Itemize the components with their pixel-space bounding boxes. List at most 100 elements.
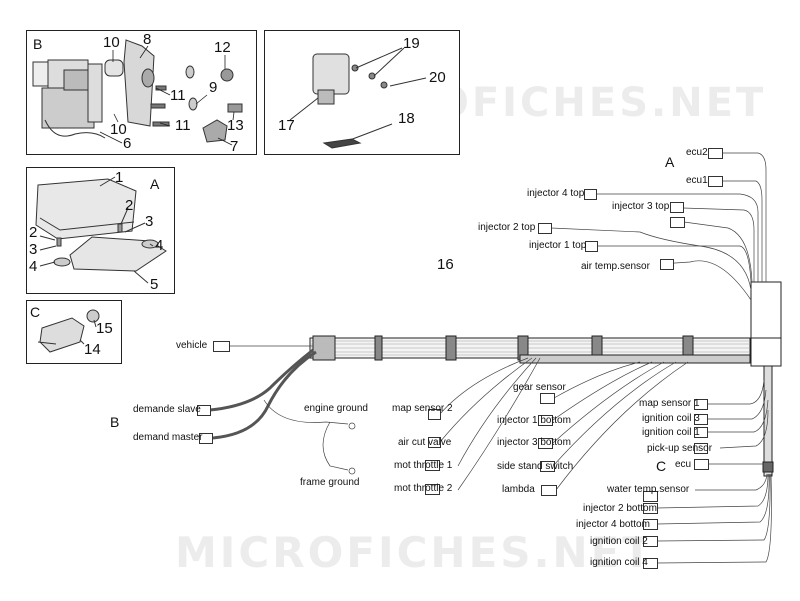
connector-box-watertemp [643, 491, 658, 502]
part-number-4a: 4 [155, 237, 164, 254]
connector-box-demandmaster [199, 433, 213, 444]
connector-box-ignitioncoil4 [643, 558, 658, 569]
connector-box-demandeslave [197, 405, 211, 416]
part-number-19: 19 [403, 35, 420, 52]
connector-box-motthrottle1 [425, 460, 440, 471]
part-number-8: 8 [143, 31, 152, 48]
part-number-16: 16 [437, 256, 454, 273]
label-ignitioncoil3: ignition coil 3 [642, 413, 700, 424]
part-number-11a: 11 [170, 87, 186, 104]
part-number-6: 6 [123, 135, 132, 152]
part-number-5: 5 [150, 276, 159, 293]
part-number-2a: 2 [125, 197, 134, 214]
relay-drawing [37, 309, 100, 353]
connector-box-ecu1 [708, 176, 723, 187]
connector-box-gearsensor [540, 393, 555, 404]
ecu-plate-drawing [35, 176, 167, 284]
harness-letter-c: C [656, 458, 667, 474]
label-engineground: engine ground [304, 403, 368, 414]
connector-box-lambda [541, 485, 557, 496]
watermark-bottom: MICROFICHES.NET [175, 528, 654, 577]
part-number-3b: 3 [29, 241, 38, 258]
connector-box-ignitioncoil1 [694, 427, 708, 438]
part-number-11b: 11 [175, 117, 191, 134]
label-mapsensor1: map sensor 1 [639, 398, 700, 409]
part-number-14: 14 [84, 341, 101, 358]
label-injector4bottom: injector 4 bottom [576, 519, 650, 530]
connector-box-injector4bottom [643, 519, 658, 530]
part-number-15: 15 [96, 320, 113, 337]
connector-box-injector2top [538, 223, 552, 234]
label-ignitioncoil1: ignition coil 1 [642, 427, 700, 438]
part-number-4b: 4 [29, 258, 38, 275]
part-number-1: 1 [115, 169, 124, 186]
part-number-9: 9 [209, 79, 218, 96]
connector-box-injector4top [584, 189, 597, 200]
part-number-10a: 10 [103, 34, 120, 51]
label-injector1bottom: injector 1 bottom [497, 415, 571, 426]
throttle-body-drawing [32, 39, 243, 143]
connector-box-extra [670, 217, 685, 228]
connector-box-airtemp [660, 259, 674, 270]
label-demandmaster: demand master [133, 432, 203, 443]
label-injector2top: injector 2 top [478, 222, 536, 233]
connector-box-aircutvalve [428, 437, 441, 448]
label-lambda: lambda [502, 484, 535, 495]
label-mapsensor2: map sensor 2 [392, 403, 453, 414]
part-number-2b: 2 [29, 224, 38, 241]
connector-box-ecu [694, 459, 709, 470]
connector-box-sidestand [540, 461, 555, 472]
part-number-3a: 3 [145, 213, 154, 230]
connector-box-ignitioncoil2 [643, 536, 658, 547]
label-ecu2: ecu2 [686, 147, 708, 158]
label-injector2bottom: injector 2 bottom [583, 503, 657, 514]
label-motthrottle2: mot throttle 2 [394, 483, 453, 494]
control-module-drawing [289, 47, 427, 149]
connector-box-injector1bottom [538, 415, 553, 426]
label-ecu1: ecu1 [686, 175, 708, 186]
label-gearsensor: gear sensor [513, 382, 566, 393]
connector-box-ignitioncoil3 [694, 414, 708, 425]
harness-letter-b: B [110, 414, 120, 430]
part-number-10b: 10 [110, 121, 127, 138]
connector-box-injector3top [670, 202, 684, 213]
label-ignitioncoil2: ignition coil 2 [590, 536, 648, 547]
connector-box-motthrottle2 [425, 484, 440, 495]
label-demandeslave: demande slave [133, 404, 201, 415]
label-injector4top: injector 4 top [527, 188, 585, 199]
label-watertemp: water temp.sensor [607, 484, 690, 495]
part-number-13: 13 [227, 117, 244, 134]
connector-box-mapsensor2 [428, 409, 441, 420]
label-motthrottle1: mot throttle 1 [394, 460, 453, 471]
label-ignitioncoil4: ignition coil 4 [590, 557, 648, 568]
harness-letter-a: A [665, 154, 675, 170]
main-harness [309, 281, 782, 477]
label-aircutvalve: air cut valve [398, 437, 452, 448]
connector-box-vehicle [213, 341, 230, 352]
connector-box-injector2bottom [643, 503, 658, 514]
connector-box-injector3bottom [538, 438, 553, 449]
part-number-18: 18 [398, 110, 415, 127]
label-pickup: pick-up sensor [647, 443, 713, 454]
label-frameground: frame ground [300, 477, 360, 488]
label-vehicle: vehicle [176, 340, 208, 351]
label-ecu: ecu [675, 459, 692, 470]
connector-box-pickup [694, 443, 708, 454]
label-injector3top: injector 3 top [612, 201, 670, 212]
label-sidestand: side stand switch [497, 461, 574, 472]
panel-b-letter: B [33, 36, 43, 52]
panel-a-letter: A [150, 176, 160, 192]
connector-box-ecu2 [708, 148, 723, 159]
panel-c-letter: C [30, 304, 41, 320]
panel-top [264, 30, 460, 155]
part-number-20: 20 [429, 69, 446, 86]
connector-box-mapsensor1 [694, 399, 708, 410]
label-airtemp: air temp.sensor [581, 261, 650, 272]
part-number-7: 7 [230, 138, 239, 155]
label-injector1top: injector 1 top [529, 240, 587, 251]
label-injector3bottom: injector 3 bottom [497, 437, 571, 448]
connector-box-injector1top [585, 241, 598, 252]
part-number-12: 12 [214, 39, 231, 56]
